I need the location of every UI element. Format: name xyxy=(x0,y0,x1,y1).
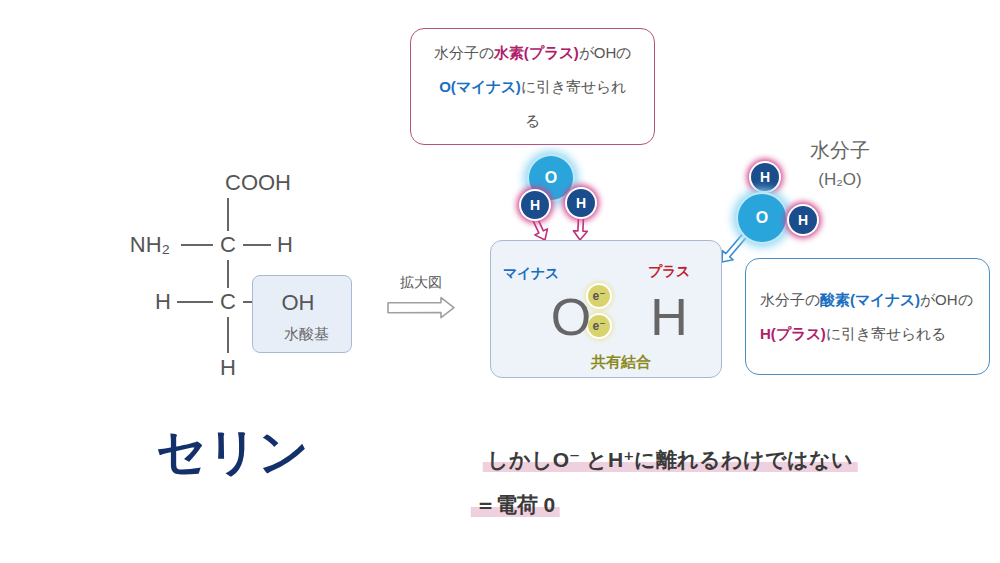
atom-symbol: C xyxy=(220,231,236,260)
group-name: 水酸基 xyxy=(284,326,329,341)
hydroxyl-box: OH 水酸基 xyxy=(252,275,352,353)
group-formula: OH xyxy=(282,292,315,314)
callout-box: 水分子の酸素(マイナス)がOHのH(プラス)に引き寄せられる xyxy=(745,258,990,375)
atom-symbol: H xyxy=(650,291,688,343)
molecule-name: 水分子 xyxy=(810,137,870,163)
atom-label: H xyxy=(530,198,540,212)
oxygen-atom: O xyxy=(738,194,786,242)
atom-symbol: H xyxy=(155,288,171,317)
bond-line xyxy=(243,244,271,246)
atom-label: O xyxy=(756,210,768,226)
formula-group: NH₂ xyxy=(130,231,170,260)
atom-symbol: H xyxy=(277,231,293,260)
enlarged-box: e⁻ e⁻ マイナス プラス O H 共有結合 xyxy=(490,240,722,378)
hydrogen-atom: H xyxy=(751,163,779,191)
atom-symbol: H xyxy=(220,354,236,383)
bond-line xyxy=(227,198,229,231)
bond-label: 共有結合 xyxy=(591,354,651,369)
note-text: しかしO⁻ とH⁺に離れるわけではない xyxy=(483,446,858,473)
hydrogen-atom: H xyxy=(789,206,817,234)
enlarge-arrow xyxy=(388,298,454,318)
callout-text: 水分子の水素(プラス)がOHのO(マイナス)に引き寄せられる xyxy=(433,36,633,138)
hydrogen-atom: H xyxy=(567,189,595,217)
attraction-arrow xyxy=(533,218,548,240)
atom-label: e⁻ xyxy=(592,320,605,332)
atom-label: O xyxy=(545,170,557,186)
atom-label: H xyxy=(760,170,770,184)
atom-symbol: O xyxy=(551,291,591,343)
atom-label: e⁻ xyxy=(592,290,605,302)
molecule-formula: (H₂O) xyxy=(818,169,861,191)
bond-line xyxy=(177,301,213,303)
charge-label: プラス xyxy=(648,264,690,278)
bond-line xyxy=(227,260,229,288)
atom-label: H xyxy=(576,196,586,210)
attraction-arrow xyxy=(573,217,587,240)
bond-line xyxy=(181,244,213,246)
note-text: ＝電荷 0 xyxy=(471,491,560,518)
atom-symbol: C xyxy=(220,288,236,317)
hydrogen-atom: H xyxy=(521,191,549,219)
electron: e⁻ xyxy=(588,285,610,307)
callout-text: 水分子の酸素(マイナス)がOHのH(プラス)に引き寄せられる xyxy=(760,283,975,351)
attraction-arrow xyxy=(722,233,747,262)
callout-box: 水分子の水素(プラス)がOHのO(マイナス)に引き寄せられる xyxy=(410,28,655,145)
title: セリン xyxy=(156,425,309,480)
formula-group: COOH xyxy=(225,169,291,198)
charge-label: マイナス xyxy=(503,266,559,280)
electron: e⁻ xyxy=(588,315,610,337)
bond-line xyxy=(227,317,229,353)
atom-label: H xyxy=(798,213,808,227)
edge-label: 拡大図 xyxy=(398,273,444,290)
